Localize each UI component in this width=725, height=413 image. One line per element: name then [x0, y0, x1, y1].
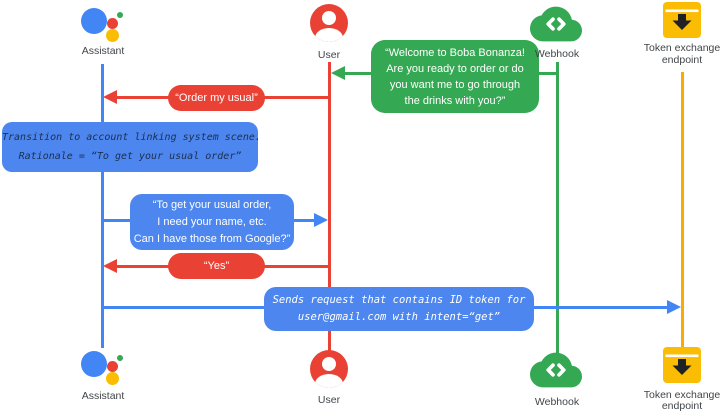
actor-label-token-bottom-line2: endpoint	[661, 400, 703, 412]
webhook-lifeline	[556, 62, 559, 354]
message-line: Rationale = “To get your usual order”	[18, 151, 242, 162]
assistant-logo-green-dot	[117, 12, 123, 18]
message-line: “Order my usual”	[175, 92, 258, 104]
message-line: “Welcome to Boba Bonanza!	[385, 46, 525, 59]
webhook-icon	[530, 352, 582, 388]
assistant-icon	[80, 347, 126, 391]
message-line: Transition to account linking system sce…	[2, 132, 261, 143]
actor-label-user-top: User	[317, 49, 341, 61]
ask-permission-message-bubble: “To get your usual order, I need your na…	[130, 194, 294, 250]
assistant-icon	[80, 4, 126, 48]
actor-label-token-top-line2: endpoint	[661, 54, 703, 66]
actor-label-assistant-top: Assistant	[81, 45, 125, 57]
assistant-logo-blue-dot	[81, 8, 107, 34]
actor-label-assistant-bottom: Assistant	[81, 390, 125, 402]
actor-label-user-bottom: User	[317, 394, 341, 406]
user-icon	[310, 350, 348, 388]
token-endpoint-icon	[663, 2, 701, 38]
order-my-usual-message-bubble: “Order my usual”	[168, 85, 265, 111]
message-line: Sends request that contains ID token for	[272, 294, 526, 306]
user-icon-head	[322, 357, 336, 371]
sends-request-arrowhead-icon	[667, 300, 681, 314]
token-endpoint-lifeline	[681, 72, 684, 348]
actor-label-webhook-bottom: Webhook	[534, 396, 580, 408]
token-endpoint-icon	[663, 347, 701, 383]
sends-request-message-bubble: Sends request that contains ID token for…	[264, 287, 534, 331]
yes-arrowhead-icon	[103, 259, 117, 273]
assistant-logo-red-dot	[107, 18, 118, 29]
message-line: “To get your usual order,	[152, 198, 272, 211]
message-line: I need your name, etc.	[157, 215, 267, 228]
user-icon-head	[322, 11, 336, 25]
webhook-icon	[530, 6, 582, 42]
message-line: user@gmail.com with intent=“get”	[297, 311, 501, 323]
message-line: Are you ready to order or do	[386, 62, 524, 75]
actor-label-token-bottom-line1: Token exchange	[643, 389, 721, 401]
user-lifeline	[328, 62, 331, 352]
yes-message-bubble: “Yes”	[168, 253, 265, 279]
message-line: you want me to go through	[389, 78, 521, 91]
assistant-logo-red-dot	[107, 361, 118, 372]
user-icon	[310, 4, 348, 42]
message-line: “Yes”	[203, 260, 230, 272]
assistant-logo-green-dot	[117, 355, 123, 361]
message-line: Can I have those from Google?”	[133, 232, 291, 245]
actor-label-token-top-line1: Token exchange	[643, 42, 721, 54]
user-icon-body	[315, 28, 343, 42]
user-icon-body	[315, 374, 343, 388]
assistant-lifeline	[101, 64, 104, 348]
assistant-logo-blue-dot	[81, 351, 107, 377]
welcome-message-bubble: “Welcome to Boba Bonanza! Are you ready …	[371, 40, 539, 113]
message-line: the drinks with you?”	[404, 94, 506, 107]
transition-note-bubble: Transition to account linking system sce…	[2, 122, 261, 172]
ask-permission-arrowhead-icon	[314, 213, 328, 227]
welcome-arrowhead-icon	[331, 66, 345, 80]
order-my-usual-arrowhead-icon	[103, 90, 117, 104]
assistant-logo-yellow-dot	[106, 29, 119, 42]
actor-label-webhook-top: Webhook	[534, 48, 580, 60]
assistant-logo-yellow-dot	[106, 372, 119, 385]
